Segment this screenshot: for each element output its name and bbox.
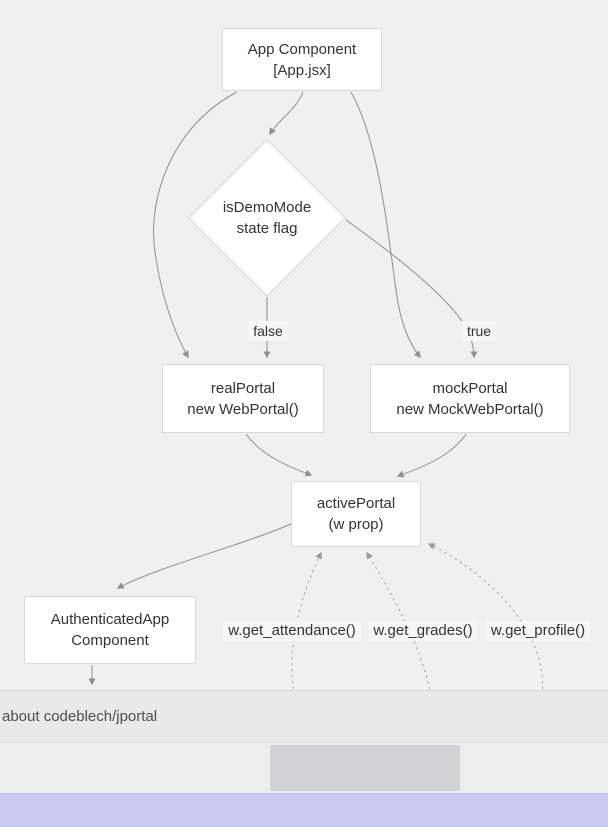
edge-label-get-profile: w.get_profile() <box>485 621 591 641</box>
node-real-portal: realPortal new WebPortal() <box>162 364 324 433</box>
node-active-line2: (w prop) <box>328 516 384 533</box>
edge-app-to-mockportal <box>350 91 421 359</box>
node-real-line1: realPortal <box>210 379 276 397</box>
blurred-content-box <box>270 745 460 791</box>
edge-label-false: false <box>248 321 288 341</box>
node-auth-line1: AuthenticatedApp <box>50 611 170 628</box>
node-active-line1: activePortal <box>316 495 396 512</box>
bottom-overlay: about codeblech/jportal <box>0 690 608 827</box>
edge-label-get-grades: w.get_grades() <box>368 621 478 641</box>
edge-decision-true-to-mockportal <box>345 219 478 359</box>
node-active-portal: activePortal (w prop) <box>291 481 421 547</box>
status-text: about codeblech/jportal <box>2 708 158 725</box>
node-mock-line2: new MockWebPortal() <box>396 400 544 418</box>
edge-mockportal-to-activeportal <box>396 433 467 478</box>
edge-activeportal-to-authenticatedapp <box>116 523 292 589</box>
decision-line1: isDemoMode <box>222 199 312 216</box>
node-real-line2: new WebPortal() <box>187 400 299 418</box>
node-mock-portal: mockPortal new MockWebPortal() <box>370 364 570 433</box>
edge-app-to-decision <box>269 91 304 136</box>
node-app-component: App Component [App.jsx] <box>222 28 382 91</box>
edge-label-true: true <box>461 321 497 341</box>
edge-realportal-to-activeportal <box>245 433 313 477</box>
node-decision-label: isDemoMode state flag <box>223 197 311 239</box>
node-mock-line1: mockPortal <box>432 379 508 397</box>
node-app-line1: App Component <box>247 40 357 58</box>
edge-dotted-get-profile <box>427 543 544 696</box>
node-authenticated-app: AuthenticatedApp Component <box>24 596 196 664</box>
overlay-lower-band <box>0 743 608 793</box>
status-bar: about codeblech/jportal <box>0 691 608 743</box>
decision-line2: state flag <box>236 220 298 237</box>
edge-label-get-attendance: w.get_attendance() <box>223 621 361 641</box>
node-auth-line2: Component <box>71 632 149 649</box>
selection-accent-strip <box>0 793 608 827</box>
node-app-line2: [App.jsx] <box>273 61 331 79</box>
